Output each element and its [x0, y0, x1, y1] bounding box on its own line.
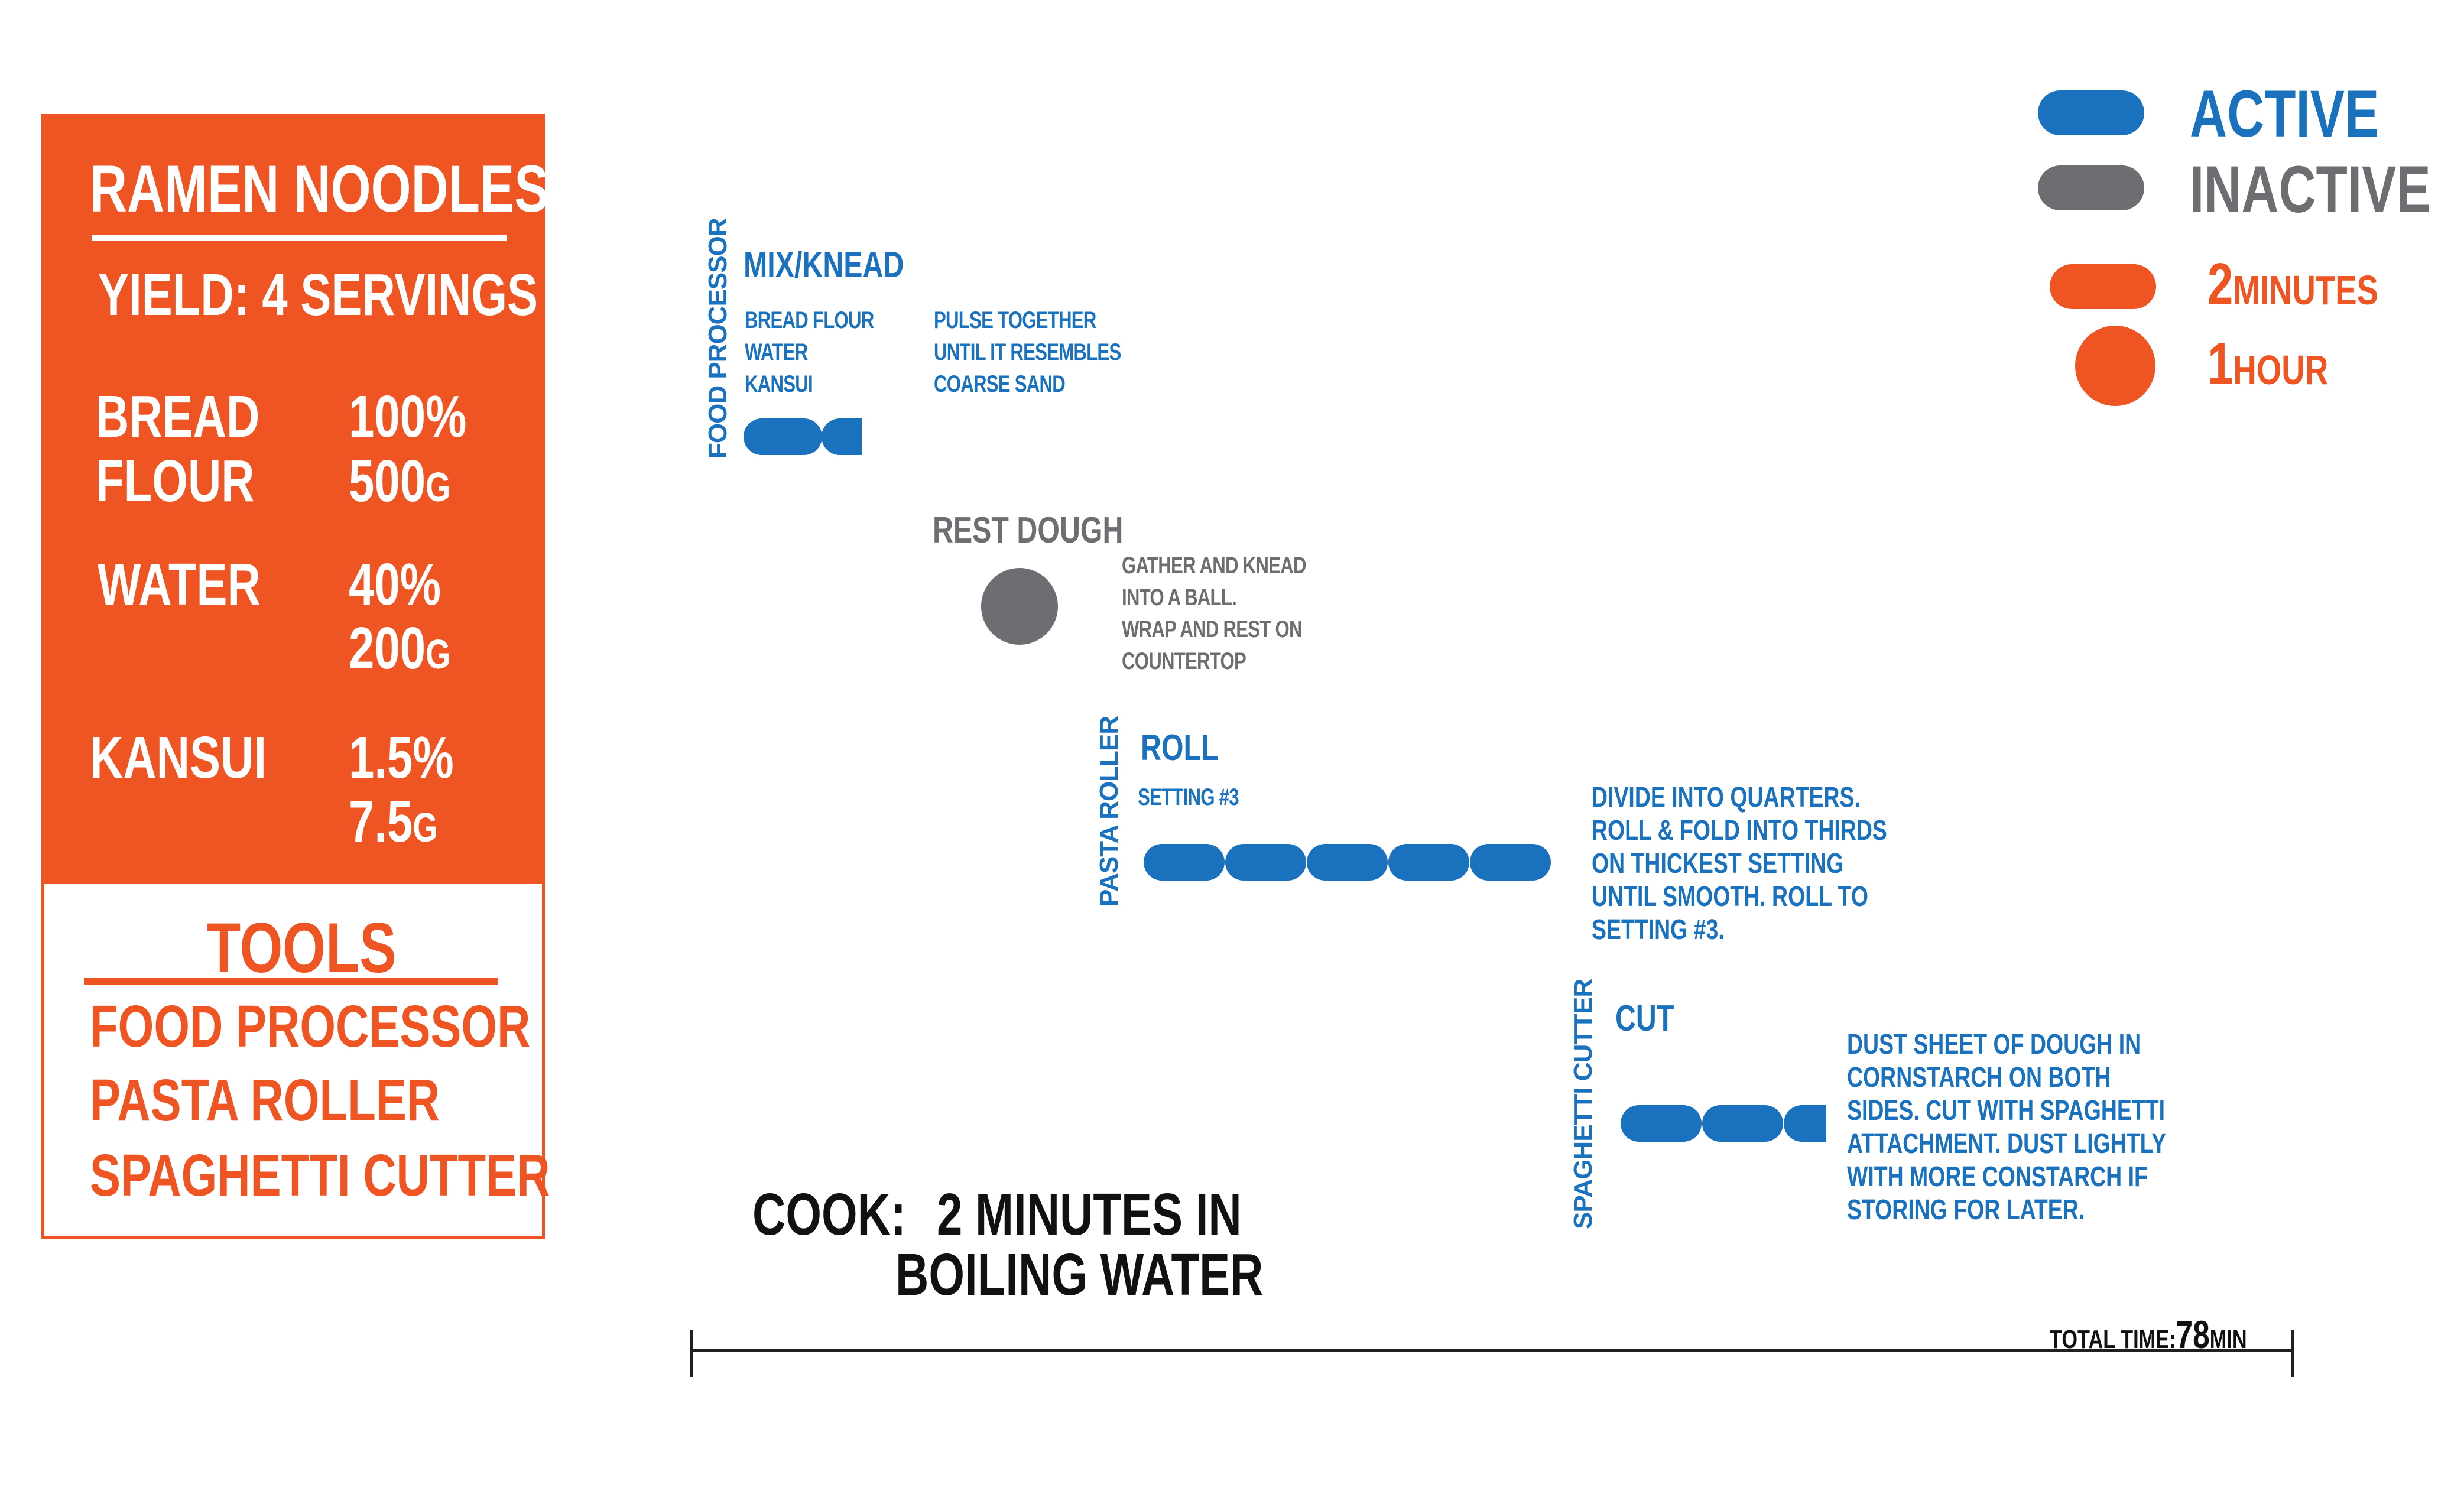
recipe-title: RAMEN NOODLES: [90, 152, 549, 226]
step-note: COUNTERTOP: [1122, 648, 1246, 674]
tool-item: SPAGHETTI CUTTER: [90, 1142, 550, 1209]
title-divider: [92, 235, 507, 241]
total-time: TOTAL TIME:78MIN: [2050, 1313, 2247, 1356]
step-note: INTO A BALL.: [1122, 584, 1237, 610]
tools-divider: [84, 978, 498, 985]
active-minute-block: [1621, 1105, 1702, 1142]
recipe-yield: YIELD: 4 SERVINGS: [98, 262, 538, 328]
step-note: SETTING #3.: [1592, 914, 1725, 946]
legend-active-label: ACTIVE: [2190, 77, 2379, 151]
ingredient-name: FLOUR: [96, 448, 255, 514]
legend-1-hour-label: 1HOUR: [2207, 331, 2329, 397]
tools-title: TOOLS: [207, 908, 397, 988]
timeline-end-tick: [2291, 1330, 2294, 1377]
ingredient-percent: 100%: [349, 384, 467, 450]
active-minute-block: [1784, 1105, 1826, 1142]
step-note: UNTIL SMOOTH. ROLL TO: [1592, 881, 1868, 912]
step-subtitle: SETTING #3: [1138, 784, 1239, 810]
ingredient-name: WATER: [98, 551, 261, 618]
tools-card: [41, 884, 545, 1239]
ingredient-amount: 7.5G: [349, 788, 438, 855]
cook-instruction: 2 MINUTES IN: [937, 1181, 1242, 1248]
legend-1-hour-swatch: [2075, 326, 2155, 406]
active-minute-block: [822, 418, 862, 455]
active-minute-block: [1225, 844, 1306, 881]
active-minute-block: [1702, 1105, 1783, 1142]
step-title: CUT: [1615, 998, 1674, 1039]
step-note: CORNSTARCH ON BOTH: [1847, 1062, 2111, 1093]
legend-inactive-swatch: [2038, 165, 2144, 210]
step-note: DUST SHEET OF DOUGH IN: [1847, 1029, 2141, 1060]
step-title: MIX/KNEAD: [744, 245, 904, 285]
step-note: WITH MORE CONSTARCH IF: [1847, 1161, 2148, 1193]
recipe-card: [41, 114, 545, 884]
timeline-axis: [692, 1349, 2293, 1352]
ingredient-name: BREAD: [96, 384, 260, 450]
legend-2-minutes-label: 2MINUTES: [2207, 251, 2379, 317]
legend-2-minutes-swatch: [2050, 264, 2156, 309]
step-tool-label: SPAGHETTI CUTTER: [1569, 979, 1598, 1229]
active-minute-block: [1144, 844, 1225, 881]
step-tool-label: FOOD PROCESSOR: [703, 218, 732, 459]
step-note: COARSE SAND: [934, 371, 1066, 397]
step-note: GATHER AND KNEAD: [1122, 553, 1306, 579]
step-note: WRAP AND REST ON: [1122, 616, 1303, 642]
legend-inactive-label: INACTIVE: [2190, 152, 2431, 226]
ingredient-amount: 500G: [349, 448, 451, 514]
legend-active-swatch: [2038, 90, 2144, 135]
active-minute-block: [744, 418, 822, 455]
step-ingredient: WATER: [745, 339, 808, 365]
step-note: DIVIDE INTO QUARTERS.: [1592, 782, 1861, 813]
step-ingredient: BREAD FLOUR: [745, 307, 874, 333]
ingredient-percent: 40%: [349, 551, 441, 618]
cook-instruction: BOILING WATER: [895, 1242, 1264, 1308]
cook-label: COOK:: [752, 1181, 906, 1248]
active-minute-block: [1307, 844, 1388, 881]
ingredient-percent: 1.5%: [349, 725, 454, 791]
active-minute-block: [1388, 844, 1469, 881]
ingredient-amount: 200G: [349, 615, 451, 681]
step-note: PULSE TOGETHER: [934, 307, 1096, 333]
step-title: ROLL: [1141, 727, 1219, 768]
inactive-hour-block: [981, 568, 1058, 645]
step-title: REST DOUGH: [933, 510, 1124, 551]
step-note: ATTACHMENT. DUST LIGHTLY: [1847, 1128, 2167, 1160]
step-tool-label: PASTA ROLLER: [1095, 716, 1124, 907]
step-note: ON THICKEST SETTING: [1592, 848, 1844, 879]
tool-item: PASTA ROLLER: [90, 1067, 440, 1134]
active-minute-block: [1470, 844, 1551, 881]
tool-item: FOOD PROCESSOR: [90, 993, 531, 1060]
step-ingredient: KANSUI: [745, 371, 813, 397]
timeline-start-tick: [690, 1330, 693, 1377]
step-note: ROLL & FOLD INTO THIRDS: [1592, 815, 1887, 846]
step-note: UNTIL IT RESEMBLES: [934, 339, 1121, 365]
ingredient-name: KANSUI: [90, 725, 267, 791]
step-note: STORING FOR LATER.: [1847, 1194, 2085, 1226]
step-note: SIDES. CUT WITH SPAGHETTI: [1847, 1095, 2166, 1126]
